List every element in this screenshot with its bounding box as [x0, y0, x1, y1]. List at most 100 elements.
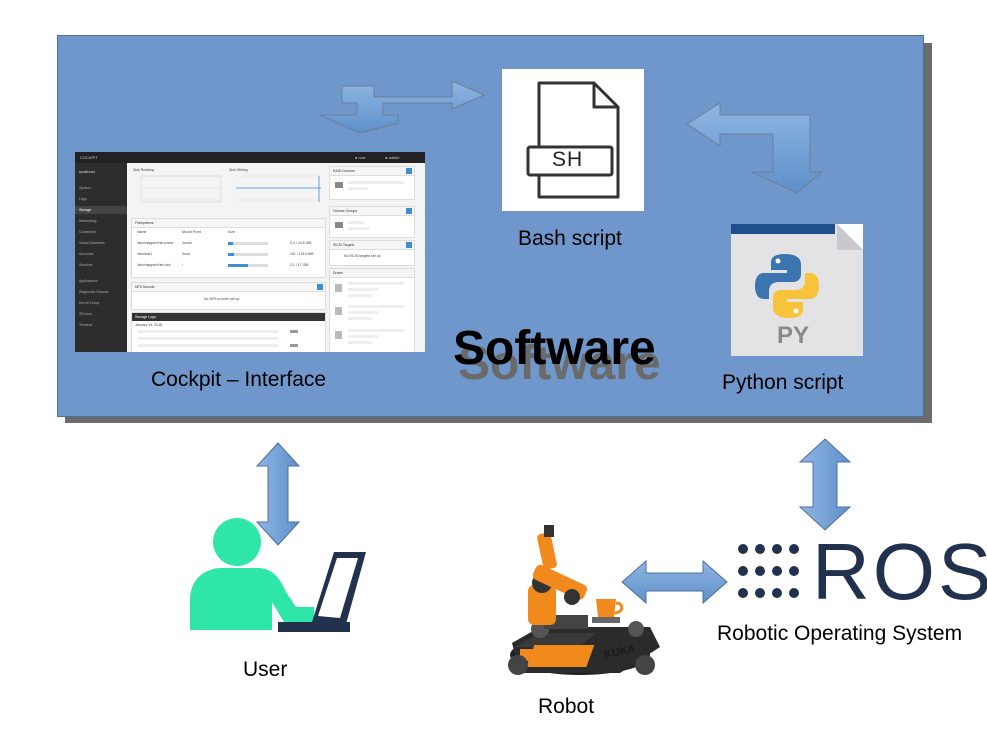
filesystems-title: Filesystems: [135, 221, 154, 225]
fs-row-name: /dev/sda1: [137, 252, 153, 256]
nfs-title: NFS Mounts: [135, 285, 155, 289]
log-date: January 19, 2018: [135, 323, 163, 327]
drive-line: [348, 305, 404, 308]
nfs-card: NFS Mounts No NFS mounts set up: [131, 282, 326, 310]
cockpit-nav-item: Diagnostic Reports: [79, 290, 109, 294]
raid-card: RAID Devices: [329, 166, 415, 200]
log-badge: [290, 344, 298, 347]
python-file-card: PY: [731, 224, 863, 356]
cockpit-nav-item: Virtual Machines: [79, 241, 105, 245]
fs-row-size: 2.1 / 17 GiB: [290, 263, 309, 267]
drive-icon: [335, 284, 342, 292]
fs-header-mount: Mount Point: [182, 230, 201, 234]
cockpit-nav-item: Terminal: [79, 323, 93, 327]
drive-line: [348, 341, 372, 344]
chart-title-reading: Disk Reading: [133, 168, 154, 172]
add-nfs-button: [317, 284, 323, 290]
fs-usage-bar: [228, 242, 268, 245]
cockpit-bash-arrow: [319, 80, 486, 134]
robot-arm-lower: [528, 585, 556, 625]
python-file-label: PY: [777, 322, 810, 349]
iscsi-title: iSCSI Targets: [333, 243, 355, 247]
bash-file-card: SH: [502, 69, 644, 211]
log-badge: [290, 330, 298, 333]
drive-line: [348, 329, 404, 332]
cockpit-nav-item: Logs: [79, 197, 87, 201]
ros-caption: Robotic Operating System: [717, 622, 963, 645]
cockpit-caption: Cockpit – Interface: [151, 368, 327, 391]
log-line: [138, 330, 278, 333]
software-ros-arrow: [798, 438, 852, 531]
fs-row-name: /dev/mapper/rhel-home: [137, 241, 174, 245]
cockpit-nav-item: SELinux: [79, 312, 93, 316]
cockpit-nav-item: System: [79, 186, 91, 190]
storage-logs-title: Storage Logs: [135, 315, 156, 319]
python-caption: Python script: [722, 371, 844, 394]
filesystems-card: Filesystems Name Mount Point Size /dev/m…: [131, 218, 326, 278]
raid-line: [348, 187, 368, 190]
drive-line: [348, 311, 378, 314]
user-head: [213, 518, 261, 566]
cockpit-nav-item: Storage: [75, 206, 127, 214]
cockpit-topbar: COCKPIT ● root ● admin: [75, 152, 425, 163]
log-line: [138, 337, 278, 340]
add-raid-button: [406, 168, 412, 174]
iscsi-empty: No iSCSI targets set up: [344, 254, 381, 258]
robot-icon: [508, 525, 660, 675]
fs-row-name: /dev/mapper/rhel-root: [137, 263, 171, 267]
cockpit-nav-item: Kernel Dump: [79, 301, 100, 305]
disk-icon: [335, 182, 343, 188]
ros-logo-text: ROS: [812, 527, 987, 616]
bash-python-arrow: [686, 102, 824, 194]
drive-line: [348, 317, 372, 320]
cockpit-right-column: RAID Devices Volume Groups iSCSI Targets…: [329, 166, 415, 352]
python-file-icon: [731, 224, 863, 356]
cockpit-user: ● root: [355, 155, 366, 160]
volume-title: Volume Groups: [333, 209, 358, 213]
drives-card: Drives: [329, 268, 415, 352]
storage-logs-card: Storage Logs January 19, 2018: [131, 312, 326, 352]
robot-caption: Robot: [538, 695, 595, 718]
bash-file-label: SH: [552, 148, 584, 171]
iscsi-card: iSCSI Targets No iSCSI targets set up: [329, 240, 415, 266]
cockpit-nav-item: Containers: [79, 230, 96, 234]
software-title-shadow: Software: [458, 337, 661, 390]
user-caption: User: [243, 658, 288, 681]
robot-arm-wrist: [537, 532, 557, 570]
drive-line: [348, 335, 378, 338]
bash-caption: Bash script: [518, 227, 622, 250]
cockpit-nav-item: Networking: [79, 219, 97, 223]
drive-line: [348, 288, 378, 291]
robot-ros-arrow: [621, 559, 728, 605]
fs-header-name: Name: [137, 230, 147, 234]
cup-icon: [596, 599, 616, 617]
drives-title: Drives: [333, 271, 343, 275]
chart-title-writing: Disk Writing: [229, 168, 248, 172]
cockpit-main: Disk Reading Disk Writing Filesystems Na…: [131, 166, 326, 352]
cockpit-nav-item: Accounts: [79, 252, 94, 256]
nfs-empty: No NFS mounts set up: [204, 297, 240, 301]
software-title: Software: [453, 322, 656, 375]
user-cockpit-arrow: [255, 442, 301, 546]
python-logo-icon: [755, 254, 819, 318]
raid-line: [348, 181, 404, 184]
cockpit-sidebar: localhost System Logs Storage Networking…: [75, 163, 127, 352]
cockpit-disk-charts: [140, 175, 321, 203]
fs-row-size: 151 / 1014 MiB: [290, 252, 314, 256]
user-icon: [190, 518, 366, 632]
add-volume-button: [406, 208, 412, 214]
fs-row-size: 5.4 / 44.5 GiB: [290, 241, 312, 245]
fs-header-size: Size: [228, 230, 235, 234]
volume-card: Volume Groups: [329, 206, 415, 238]
bash-file-icon: [526, 81, 620, 199]
raid-title: RAID Devices: [333, 169, 355, 173]
fs-row-mount: /boot: [182, 252, 190, 256]
drive-line: [348, 282, 404, 285]
fs-row-mount: /: [182, 263, 183, 267]
fs-usage-bar: [228, 253, 268, 256]
cockpit-nav-item: Applications: [79, 279, 98, 283]
drive-icon: [335, 307, 342, 315]
cockpit-host: localhost: [79, 169, 95, 174]
cockpit-nav-item: Services: [79, 263, 93, 267]
